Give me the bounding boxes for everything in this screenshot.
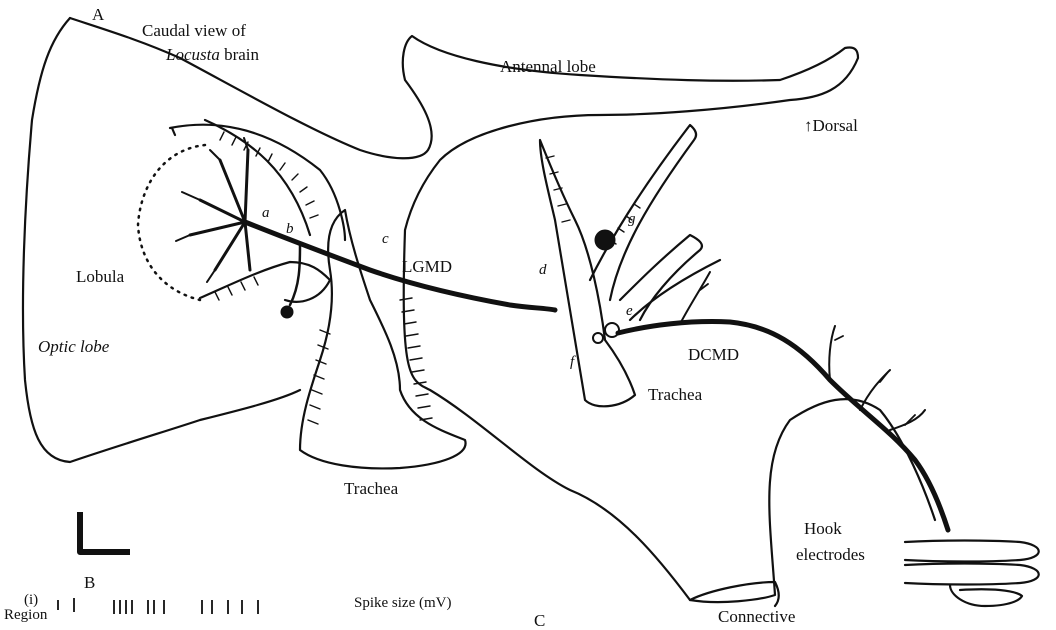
dorsal-label: ↑Dorsal (804, 117, 858, 134)
panel-label-c: C (534, 612, 545, 629)
point-f: f (570, 355, 574, 370)
lgmd-neuron (176, 138, 555, 318)
lgmd-label: LGMD (402, 258, 452, 275)
point-b: b (286, 222, 294, 237)
spike-size-label: Spike size (mV) (354, 596, 451, 611)
antennal-lobe-label: Antennal lobe (500, 58, 596, 75)
title-brain: brain (224, 45, 259, 64)
point-e: e (626, 304, 633, 319)
dorsal-text: Dorsal (813, 116, 858, 135)
region-label: Region (4, 608, 47, 623)
point-g: g (628, 212, 636, 227)
hook-electrodes (905, 541, 1039, 562)
optic-lobe-label: Optic lobe (38, 338, 109, 355)
point-a: a (262, 206, 270, 221)
title-line-1: Caudal view of (142, 22, 246, 39)
trachea-center (300, 210, 466, 468)
title-species: Locusta (166, 45, 220, 64)
scale-bar (80, 512, 130, 552)
title-line-2: Locusta brain (166, 46, 259, 63)
region-i-label: (i) (24, 593, 38, 608)
trachea-right-label: Trachea (648, 386, 702, 403)
trachea-bottom-label: Trachea (344, 480, 398, 497)
dcmd-neuron (595, 230, 948, 530)
dcmd-label: DCMD (688, 346, 739, 363)
lobula-label: Lobula (76, 268, 124, 285)
panel-label-b: B (84, 574, 95, 591)
trachea-right (540, 140, 635, 406)
optic-lobe-outline (23, 18, 300, 462)
brain-outline (70, 18, 935, 602)
point-d: d (539, 263, 547, 278)
dorsal-arrow-icon: ↑ (804, 116, 813, 135)
point-c: c (382, 232, 389, 247)
hook-electrodes-label-2: electrodes (796, 546, 865, 563)
hook-electrodes-label-1: Hook (804, 520, 842, 537)
connective-label: Connective (718, 608, 795, 625)
panel-label-a: A (92, 6, 104, 23)
spike-raster (52, 596, 292, 626)
